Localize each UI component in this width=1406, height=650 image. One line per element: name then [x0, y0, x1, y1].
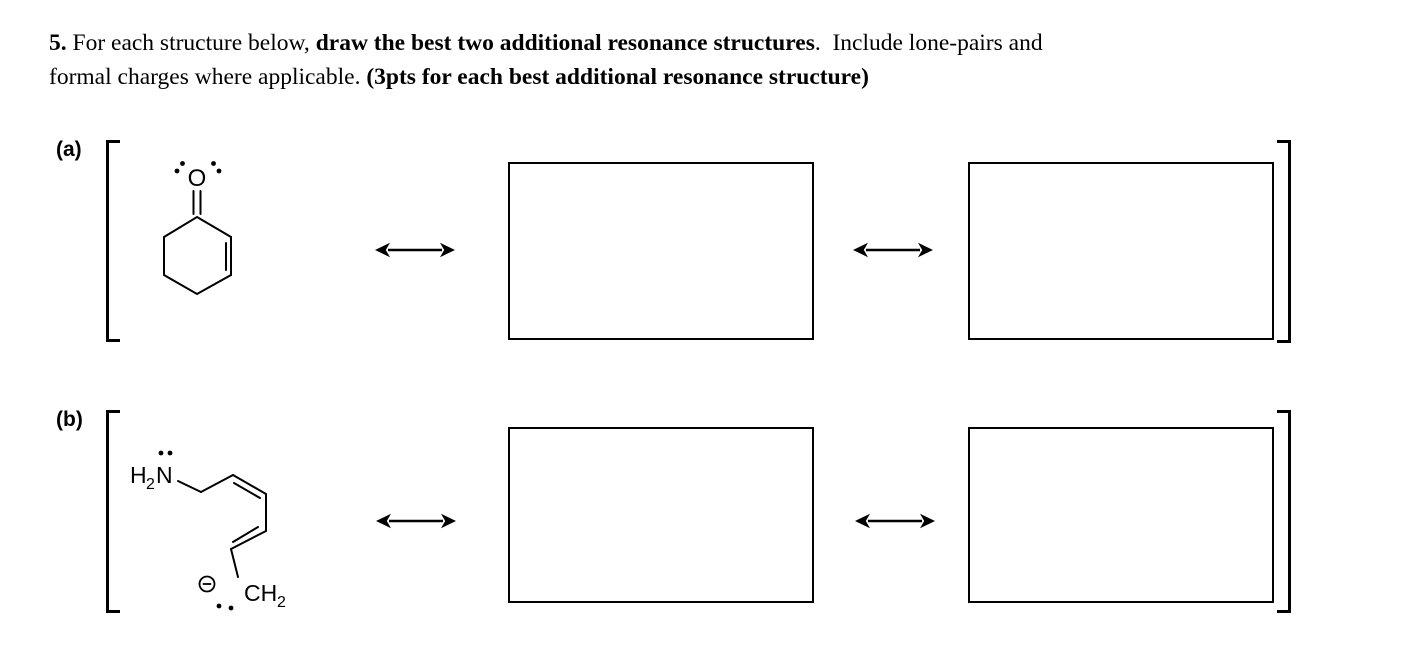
question-text: 5. For each structure below, draw the be…	[49, 26, 1369, 94]
part-b-open-bracket	[106, 410, 120, 613]
oxygen-lone-pairs	[174, 161, 222, 174]
question-points: (3pts for each best additional resonance…	[366, 64, 869, 90]
answer-box-a2	[968, 162, 1274, 340]
resonance-arrow-icon	[853, 242, 933, 258]
carbanion-ch-label: CH	[244, 580, 277, 606]
question-number: 5.	[49, 30, 67, 56]
amine-n-label: N	[156, 462, 173, 488]
part-b-label: (b)	[56, 408, 83, 431]
answer-box-a1	[508, 162, 814, 340]
molecule-b-aminopentadienyl-anion: H 2 N CH 2	[130, 450, 286, 611]
part-a-open-bracket	[106, 140, 120, 342]
chain-bonds	[177, 474, 267, 578]
part-a-close-bracket	[1277, 140, 1291, 343]
carbanion-subscript: 2	[277, 594, 286, 611]
cyclohexene-ring	[163, 215, 232, 296]
answer-box-b2	[968, 427, 1274, 603]
part-a-label: (a)	[56, 138, 82, 161]
question-bold-instruction: draw the best two additional resonance s…	[315, 30, 815, 56]
nitrogen-lone-pair	[158, 450, 173, 456]
answer-box-b1	[508, 427, 814, 603]
question-line1-tail: . Include lone-pairs and	[814, 30, 1043, 56]
part-b-close-bracket	[1277, 410, 1291, 613]
molecule-a-cyclohexenone: O	[163, 161, 232, 296]
resonance-arrow-icon	[375, 242, 455, 258]
resonance-arrow-icon	[855, 513, 935, 529]
carbonyl-double-bond	[192, 190, 202, 215]
question-line2: formal charges where applicable.	[49, 64, 367, 90]
question-intro: For each structure below,	[66, 30, 316, 56]
negative-charge-symbol	[198, 575, 216, 593]
carbanion-lone-pair	[216, 603, 234, 611]
resonance-arrow-icon	[376, 513, 456, 529]
oxygen-atom-label: O	[188, 165, 207, 192]
amine-subscript: 2	[146, 476, 155, 493]
amine-h-label: H	[130, 462, 147, 488]
